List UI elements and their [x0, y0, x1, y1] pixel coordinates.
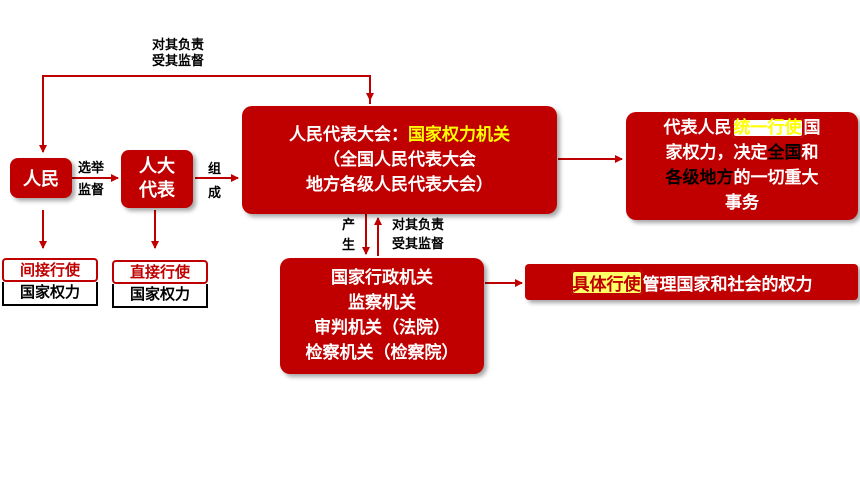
- elect-supervise-label: 选举 监督: [78, 161, 105, 198]
- compose-label: 组 成: [208, 162, 222, 201]
- state-organs-box: 国家行政机关 监察机关 审判机关（法院） 检察机关（检察院）: [280, 258, 484, 374]
- indirect-power-tag: 国家权力: [2, 282, 98, 306]
- produce-label: 产 生: [342, 218, 356, 253]
- report-supervise-label: 对其负责 受其监督: [392, 218, 445, 252]
- unified-exercise-highlight: 统一行使: [731, 118, 804, 138]
- state-power-organ-highlight: 国家权力机关: [408, 124, 510, 145]
- specific-exercise-highlight: 具体行使: [570, 269, 643, 295]
- congress-box: 人民代表大会：国家权力机关 （全国人民代表大会 地方各级人民代表大会）: [242, 106, 557, 214]
- people-box: 人民: [10, 158, 72, 198]
- direct-exercise-tag: 直接行使: [112, 260, 208, 284]
- direct-power-tag: 国家权力: [112, 284, 208, 308]
- specific-exercise-box: 具体行使管理国家和社会的权力: [525, 264, 858, 300]
- people-power-box: 代表人民统一行使国 家权力，决定全国和 各级地方的一切重大 事务: [626, 112, 858, 220]
- indirect-exercise-tag: 间接行使: [2, 258, 98, 282]
- npc-deputies-box: 人大 代表: [121, 150, 193, 208]
- top-arrow-label: 对其负责 受其监督: [152, 38, 205, 69]
